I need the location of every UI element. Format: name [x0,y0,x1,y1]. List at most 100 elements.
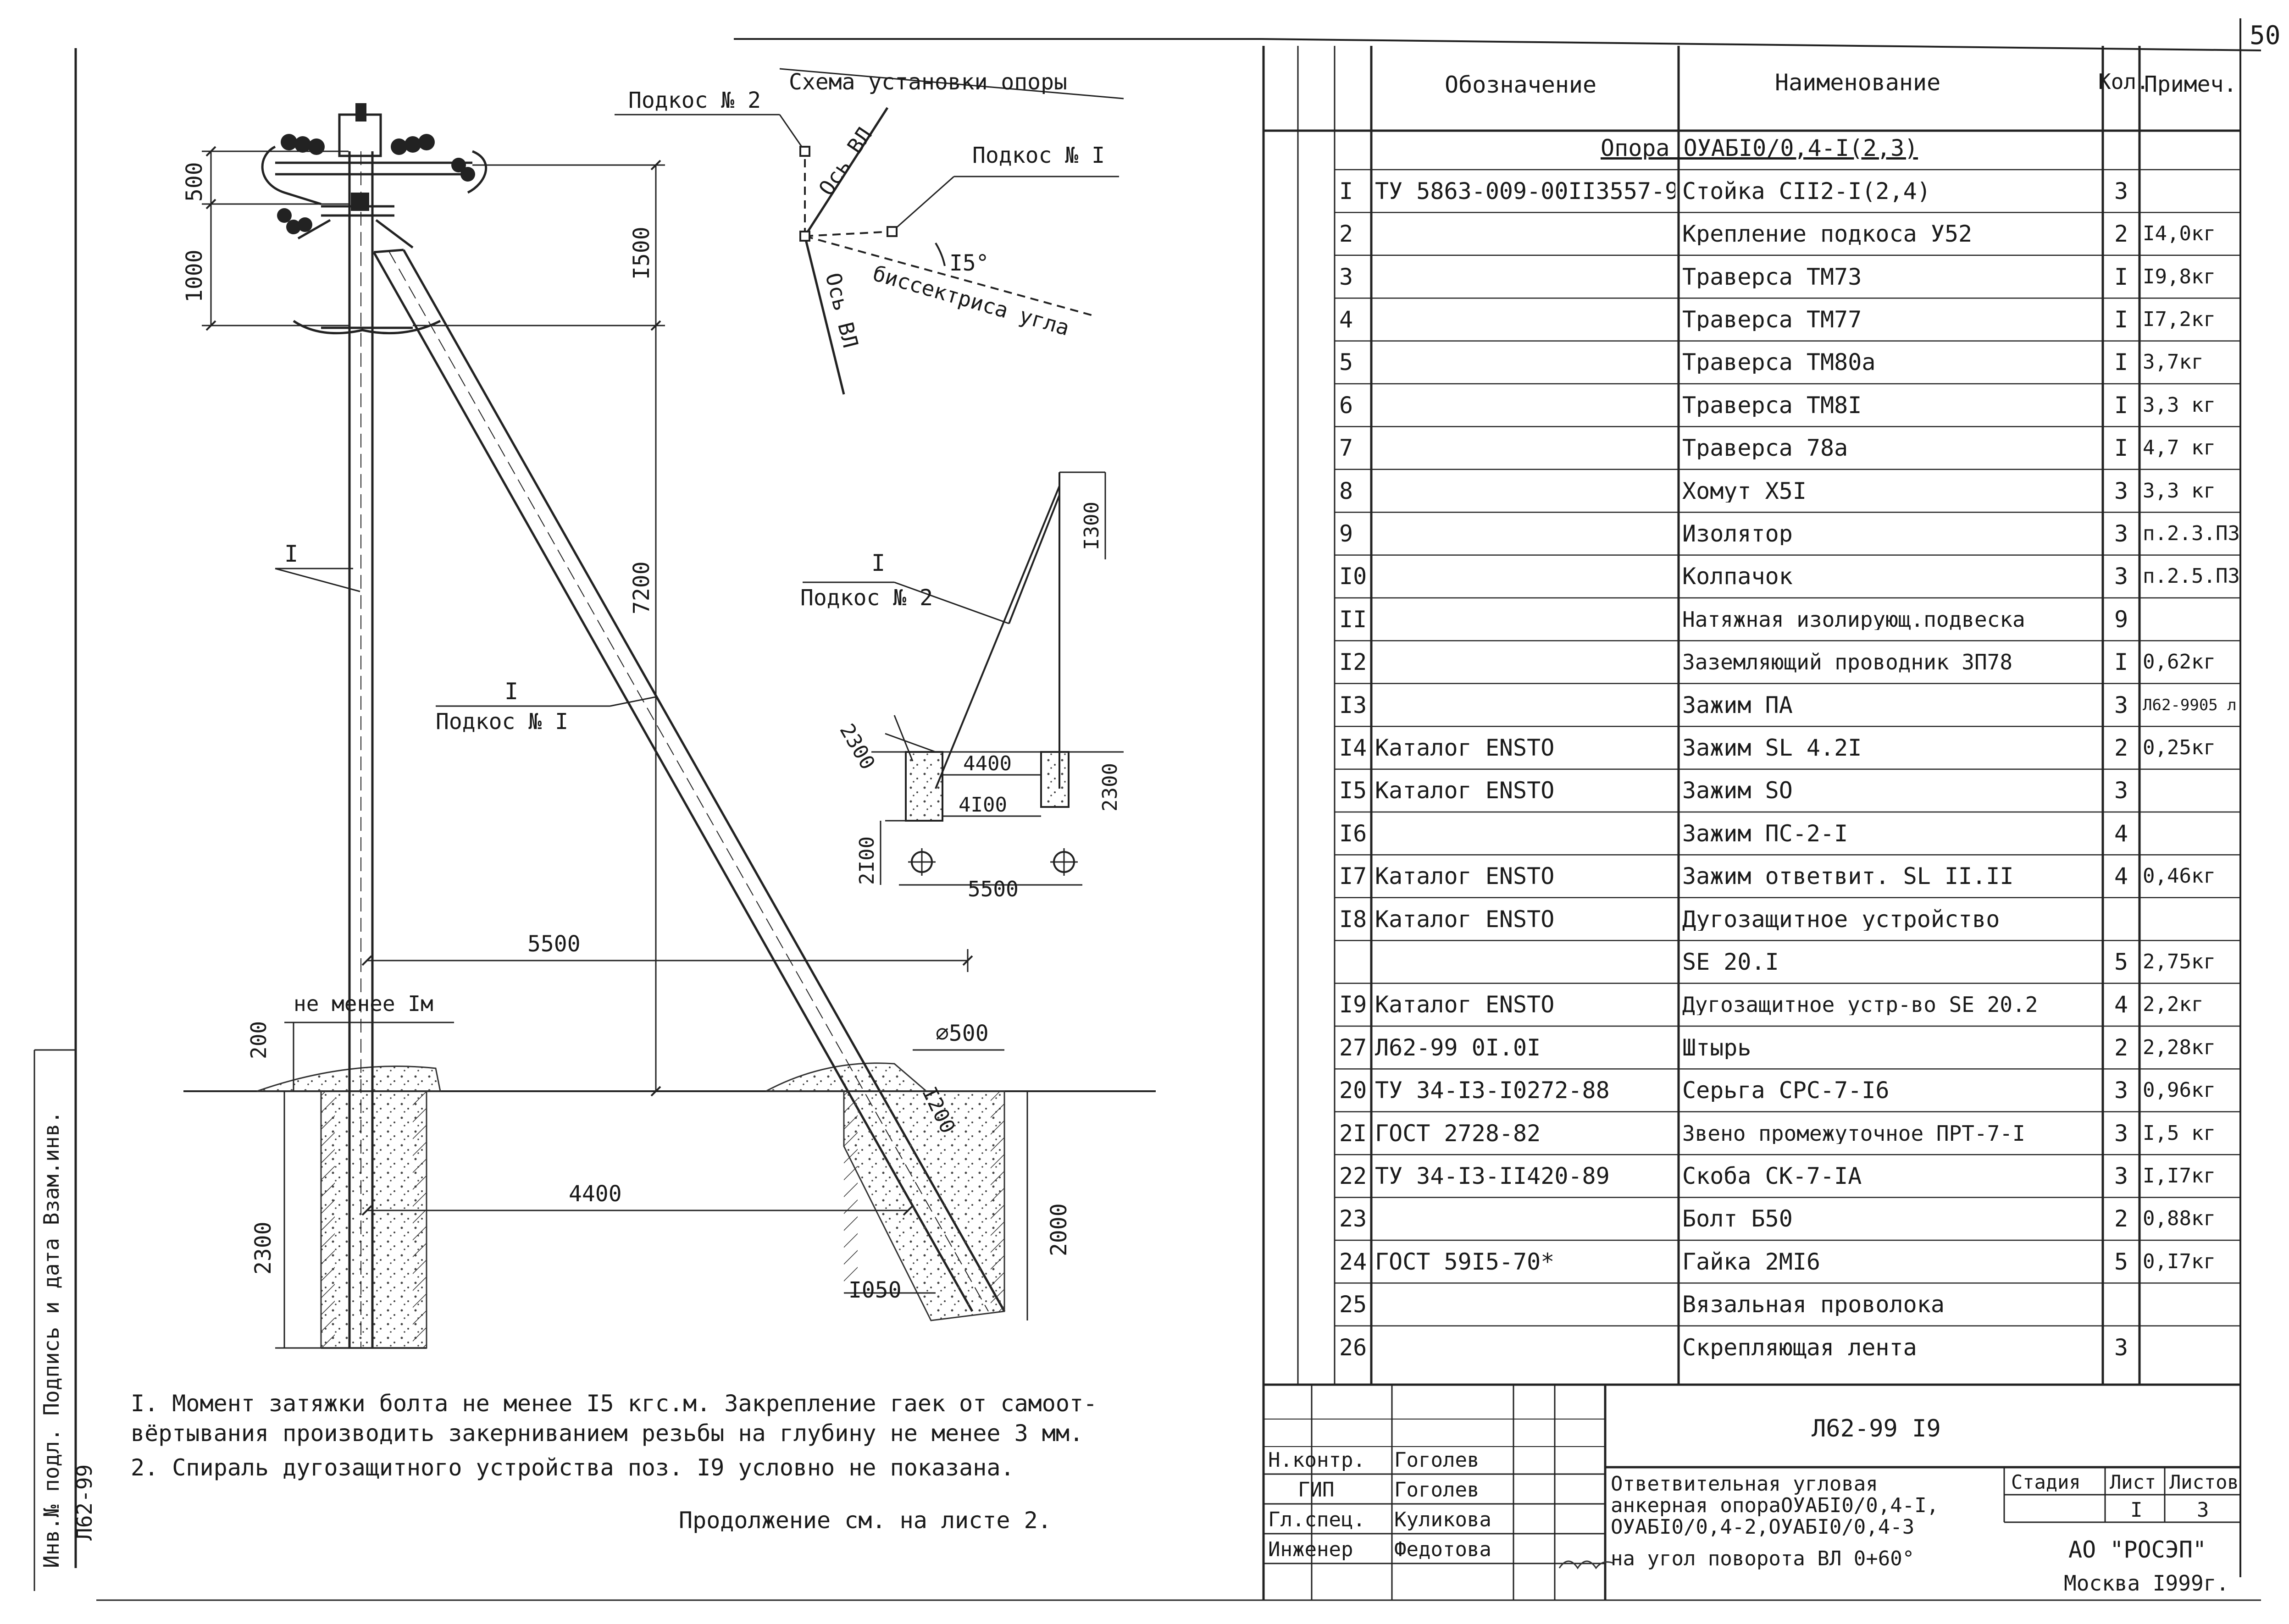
dim-2000: 2000 [1046,1203,1072,1256]
row-qty: 3 [2114,779,2128,802]
detail-dim-4400: 4400 [963,752,1012,775]
dim-5500-main: 5500 [527,931,581,957]
detail-pos-1: I [871,550,885,576]
row-qty: I [2114,651,2128,674]
row-note: 2,2кг [2143,994,2204,1015]
detail-podkos2: Подкос № 2 [800,585,933,611]
row-qty: 4 [2114,822,2128,845]
role-gip: ГИП [1298,1478,1335,1502]
row-name: Хомут Х5I [1682,479,1807,503]
city-year: Москва I999г. [2064,1571,2229,1596]
row-qty: I [2114,436,2128,460]
row-name: Дугозащитное устр-во SE 20.2 [1682,994,2038,1016]
group-title: Опора ОУАБI0/0,4-I(2,3) [1601,137,1918,160]
row-pos: 8 [1339,479,1353,503]
row-name: Стойка СII2-I(2,4) [1682,179,1931,203]
dim-4400-main: 4400 [569,1181,622,1207]
row-note: I,5 кг [2143,1123,2216,1143]
row-pos: I9 [1339,993,1367,1016]
row-pos: 9 [1339,522,1353,545]
row-pos: 23 [1339,1207,1367,1231]
title-line-2: анкерная опораОУАБI0/0,4-I, [1611,1494,1939,1517]
row-note: 3,7кг [2143,352,2204,373]
row-designation: Каталог ENSTO [1375,865,1555,888]
detail-dim-4100: 4I00 [959,793,1007,817]
row-pos: I4 [1339,736,1367,759]
name-gip: Гоголев [1394,1478,1480,1502]
side-stamp-frame [33,1049,76,1591]
row-pos: 2I [1339,1121,1367,1145]
header-note: Примеч. [2144,73,2237,95]
row-note: 0,62кг [2143,652,2216,673]
row-name: Штырь [1682,1036,1751,1059]
scheme-axis-lower: Ось ВЛ [820,271,863,350]
row-designation: ТУ 34-I3-I0272-88 [1375,1079,1610,1102]
label-strut-pos: I [504,678,518,705]
row-pos: I6 [1339,822,1367,845]
row-note: 3,3 кг [2143,395,2216,415]
row-name: Натяжная изолирующ.подвеска [1682,608,2025,630]
row-qty: 3 [2114,179,2128,203]
row-qty: 3 [2114,479,2128,503]
scheme-angle: I5° [949,250,989,276]
row-name: Зажим ПС-2-I [1682,822,1848,845]
row-name: Дугозащитное устройство [1682,907,2000,931]
row-qty: 2 [2114,736,2128,759]
row-note: 0,I7кг [2143,1251,2216,1272]
row-name: Изолятор [1682,522,1793,545]
row-name: Заземляющий проводник ЗП78 [1682,652,2013,673]
row-name: Колпачок [1682,565,1793,588]
row-pos: 2 [1339,222,1353,246]
row-pos: 27 [1339,1036,1367,1059]
row-qty: 3 [2114,1164,2128,1188]
row-note: 2,28кг [2143,1037,2216,1058]
scheme-axis-upper: Ось ВЛ [814,123,877,200]
dim-7200: 7200 [629,561,654,614]
label-pos-1: I [284,541,298,567]
row-name: Траверса ТМ8I [1682,393,1862,417]
row-pos: 25 [1339,1293,1367,1316]
sheets-value: 3 [2197,1498,2209,1522]
note-1-cont: вёртывания производить закерниванием рез… [131,1420,1084,1447]
spec-table-grid [1262,46,2240,1386]
sheets-label: Листов [2169,1471,2239,1493]
row-qty: 5 [2114,1250,2128,1273]
row-name: Звено промежуточное ПРТ-7-I [1682,1122,2025,1144]
role-engineer: Инженер [1268,1538,1353,1561]
scheme-podkos2-label: Подкос № 2 [628,88,761,113]
name-nkontr: Гоголев [1394,1448,1480,1472]
row-qty: 3 [2114,522,2128,545]
row-qty: 4 [2114,865,2128,888]
row-note: Л62-9905 л.3,табл [2143,697,2240,713]
sheet-value: I [2130,1498,2143,1522]
row-qty: I [2114,265,2128,288]
row-qty: 9 [2114,608,2128,631]
page-number: 50 [2250,21,2281,50]
row-qty: 3 [2114,1079,2128,1102]
row-pos: 5 [1339,351,1353,374]
row-designation: Каталог ENSTO [1375,779,1555,802]
row-pos: I0 [1339,565,1367,588]
row-pos: II [1339,608,1367,631]
row-pos: 7 [1339,436,1353,460]
role-glspec: Гл.спец. [1268,1508,1365,1531]
row-pos: I [1339,179,1353,203]
row-name: Вязальная проволока [1682,1293,1945,1316]
row-qty: I [2114,308,2128,331]
row-note: I,I7кг [2143,1166,2216,1186]
row-name: Гайка 2МI6 [1682,1250,1821,1273]
note-1: I. Момент затяжки болта не менее I5 кгс.… [131,1390,1097,1417]
dim-2300-main: 2300 [250,1221,276,1275]
row-qty: 2 [2114,1207,2128,1231]
row-qty: 4 [2114,993,2128,1016]
strut-pit [843,1090,1005,1321]
row-note: 0,96кг [2143,1080,2216,1101]
row-note: 2,75кг [2143,951,2216,972]
row-pos: 24 [1339,1250,1367,1273]
row-name: Болт Б50 [1682,1207,1793,1231]
row-name: Траверса ТМ73 [1682,265,1862,288]
dim-1500: I500 [629,226,654,280]
dimension-lines [202,150,1028,1349]
row-designation: Каталог ENSTO [1375,993,1555,1016]
